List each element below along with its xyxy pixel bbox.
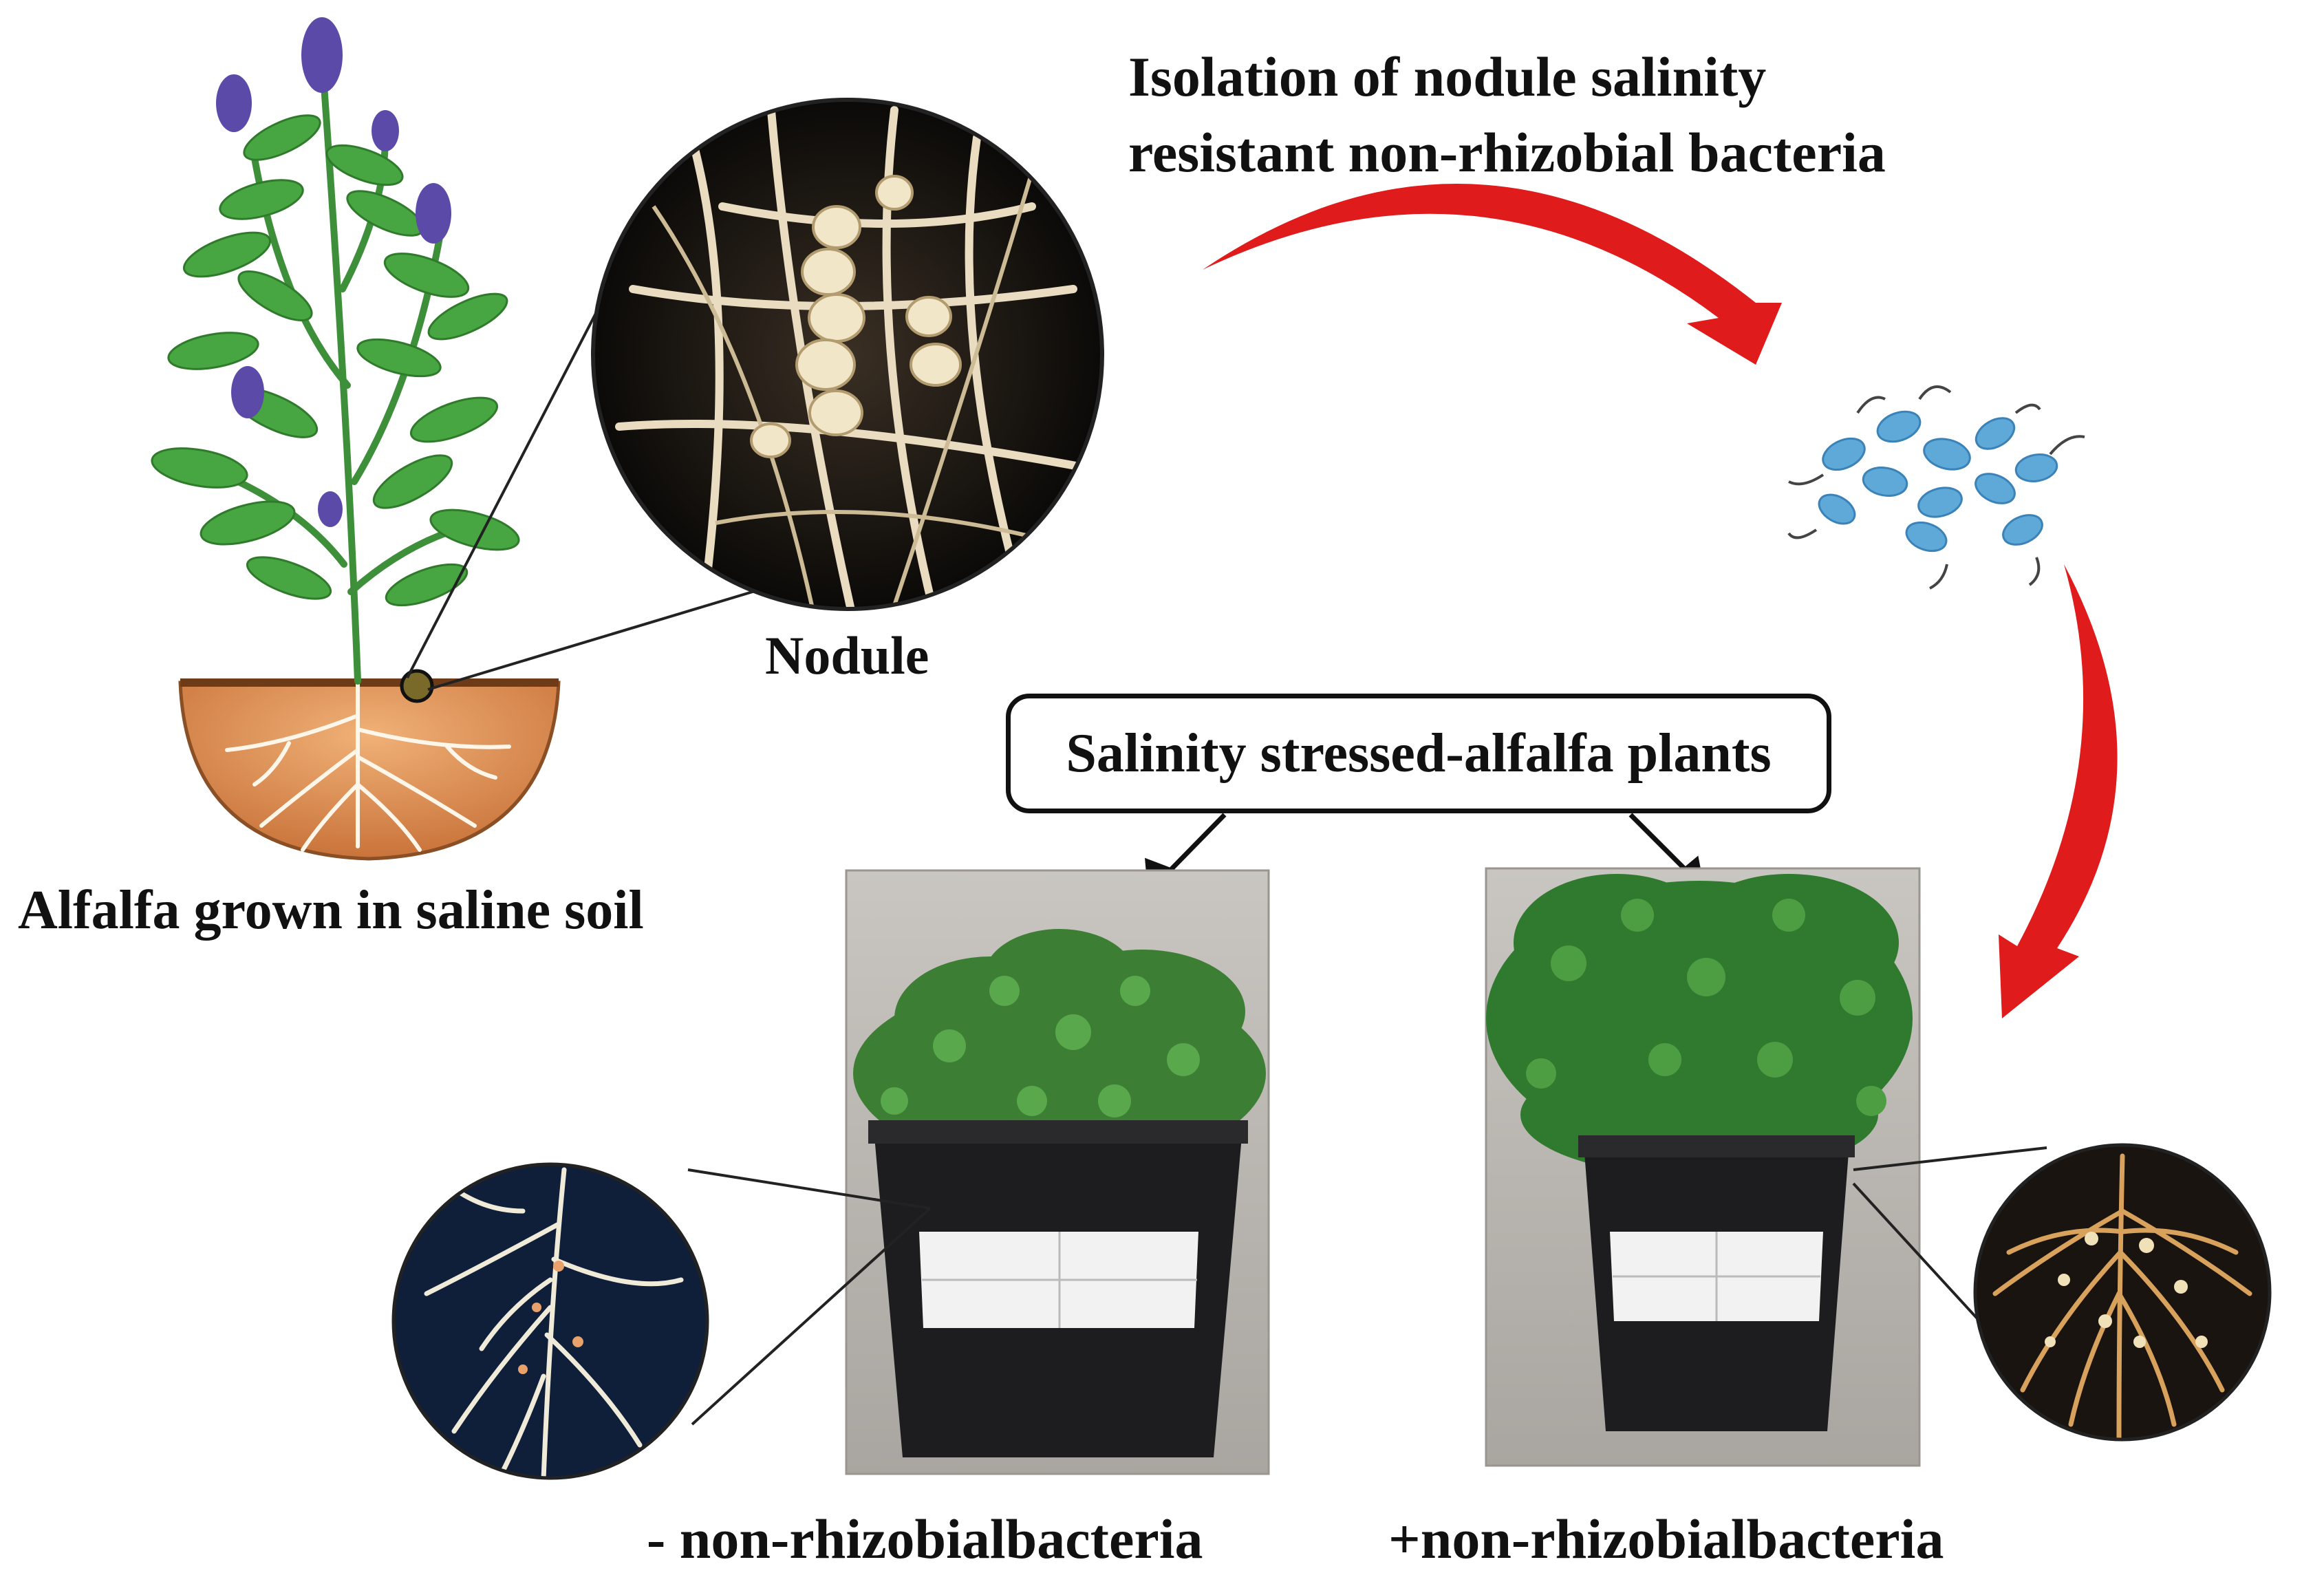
alfalfa-plant-illustration [151,17,561,861]
nodule-label: Nodule [765,625,929,685]
plant-leaves [151,114,520,607]
red-arrow-right [1999,564,2118,1018]
pot-photo-minus [845,869,1270,1475]
plus-bacteria-label: +non-rhizobialbacteria [1388,1508,1944,1570]
stressed-plants-box: Salinity stressed-alfalfa plants [1006,694,1831,813]
plant-label: Alfalfa grown in saline soil [18,880,644,941]
root-photo-minus [391,1162,709,1480]
title-line-2: resistant non-rhizobial bacteria [1128,121,1886,184]
nodule-photo [591,98,1104,611]
title-line-1: Isolation of nodule salinity [1128,45,1767,108]
soil-bowl [178,681,561,861]
nodule-marker [400,669,434,703]
plant-roots [225,683,511,852]
minus-bacteria-label: - non-rhizobialbacteria [647,1508,1203,1570]
plant-flowers [216,17,451,527]
bacteria-cluster [1787,385,2085,590]
red-arrow-top [1203,184,1782,365]
pot-photo-plus [1485,867,1921,1467]
root-photo-plus [1973,1143,2272,1442]
